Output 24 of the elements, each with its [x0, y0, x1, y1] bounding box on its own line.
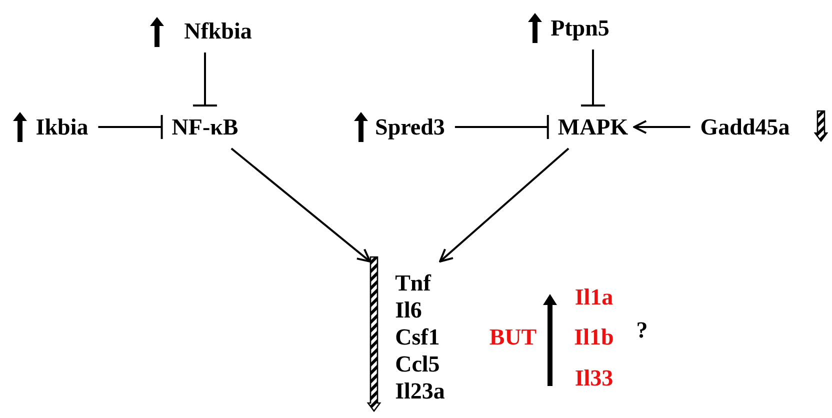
arrow	[230, 148, 371, 262]
inhibition-line	[454, 114, 549, 140]
gene-label: Ikbia	[36, 116, 88, 138]
contrast-label: BUT	[489, 326, 537, 348]
gene-label: Il1b	[574, 326, 614, 348]
inhibition-line	[98, 114, 163, 140]
arrow	[633, 120, 690, 134]
gene-label: Nfkbia	[184, 20, 252, 42]
gene-label: Il1a	[574, 286, 614, 308]
gene-label: Il6	[395, 296, 422, 324]
gene-label: Csf1	[395, 324, 440, 350]
inhibition-line	[192, 52, 218, 106]
gene-label: Gadd45a	[700, 116, 790, 138]
gene-label: NF-κB	[172, 116, 238, 138]
question-mark: ?	[636, 318, 648, 342]
gene-label: Ptpn5	[550, 16, 610, 40]
gene-label: Il33	[574, 366, 614, 390]
gene-label: Tnf	[395, 270, 431, 296]
gene-label: Spred3	[375, 116, 445, 138]
gene-label: Ccl5	[395, 350, 440, 378]
gene-label: MAPK	[558, 116, 628, 138]
inhibition-line	[580, 50, 606, 106]
gene-label: Il23a	[395, 378, 445, 404]
arrow	[439, 148, 570, 262]
